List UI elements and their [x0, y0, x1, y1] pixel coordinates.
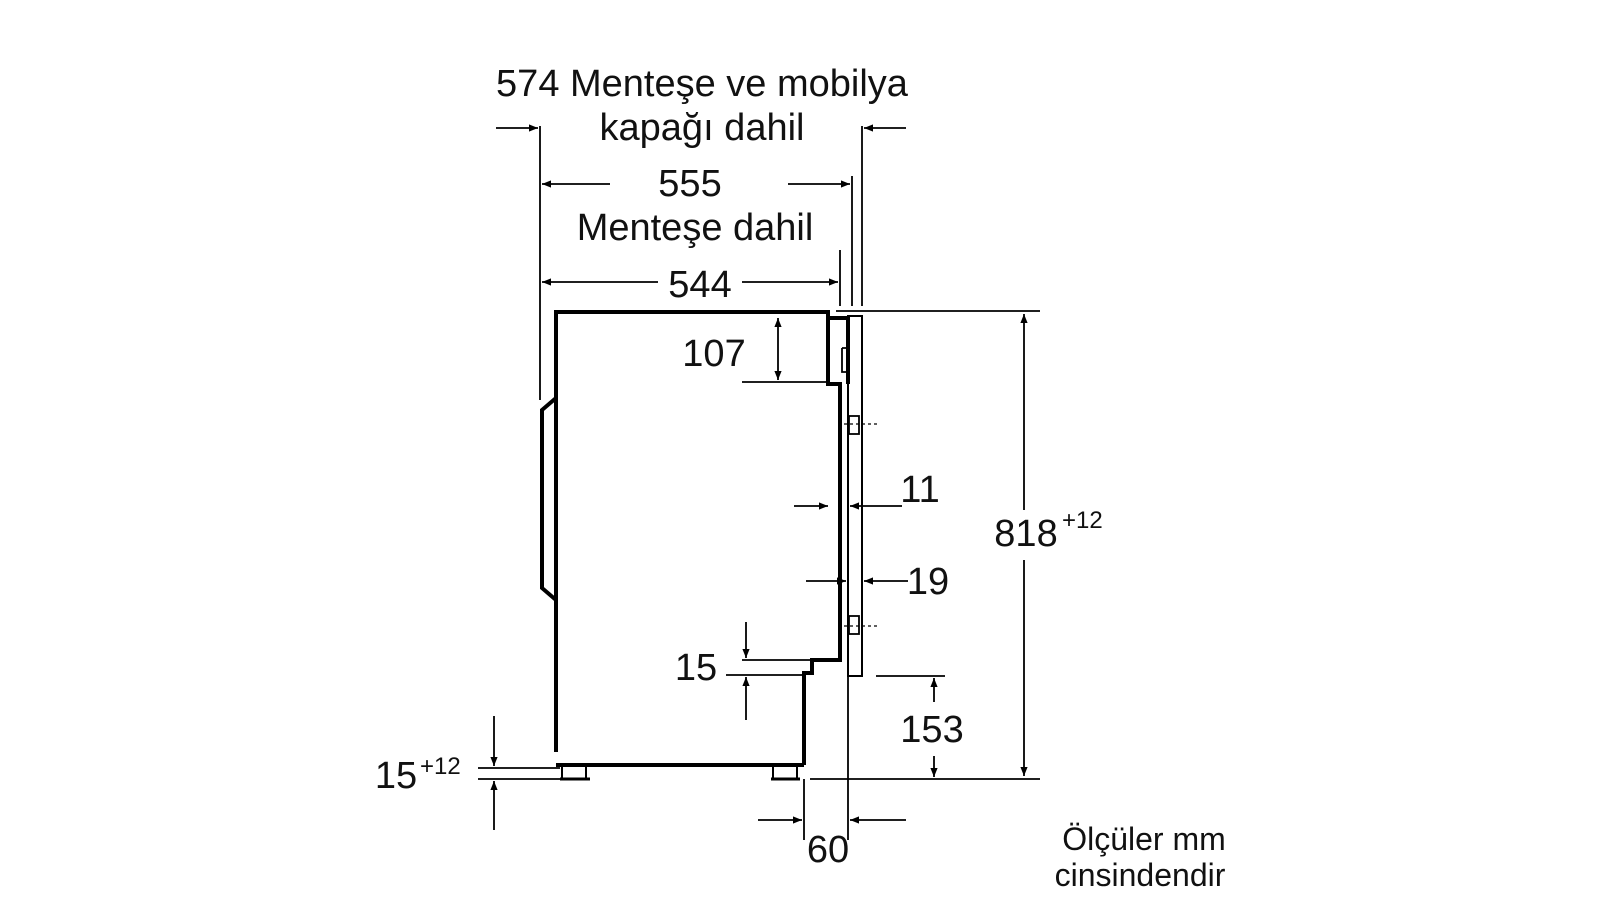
- furniture-door-panel: [847, 315, 863, 677]
- label-60: 60: [807, 829, 849, 871]
- label-107: 107: [682, 333, 745, 375]
- label-153: 153: [900, 709, 963, 751]
- units-note-line1: Ölçüler mm: [1062, 821, 1226, 857]
- label-11: 11: [900, 469, 939, 511]
- label-15: 15: [675, 647, 717, 689]
- units-note-line2: cinsindendir: [1055, 857, 1226, 893]
- appliance-body-outline: [554, 310, 842, 765]
- label-foot-value: 15: [375, 755, 417, 797]
- label-574-line1: 574 Menteşe ve mobilya: [496, 63, 909, 105]
- label-19: 19: [907, 561, 949, 603]
- label-818-tolerance: +12: [1062, 507, 1103, 534]
- label-555-value: 555: [658, 163, 721, 205]
- label-555-caption: Menteşe dahil: [577, 207, 814, 249]
- label-818-value: 818: [994, 513, 1057, 555]
- label-574-line2: kapağı dahil: [600, 107, 805, 149]
- label-544: 544: [668, 264, 731, 306]
- door-hinge-lower: [848, 615, 860, 635]
- appliance-back-profile: [540, 396, 558, 602]
- front-foot: [561, 764, 587, 780]
- hinge-block: [828, 316, 850, 384]
- label-foot-tolerance: +12: [420, 753, 461, 780]
- door-hinge-upper: [848, 415, 860, 435]
- rear-foot: [772, 764, 798, 780]
